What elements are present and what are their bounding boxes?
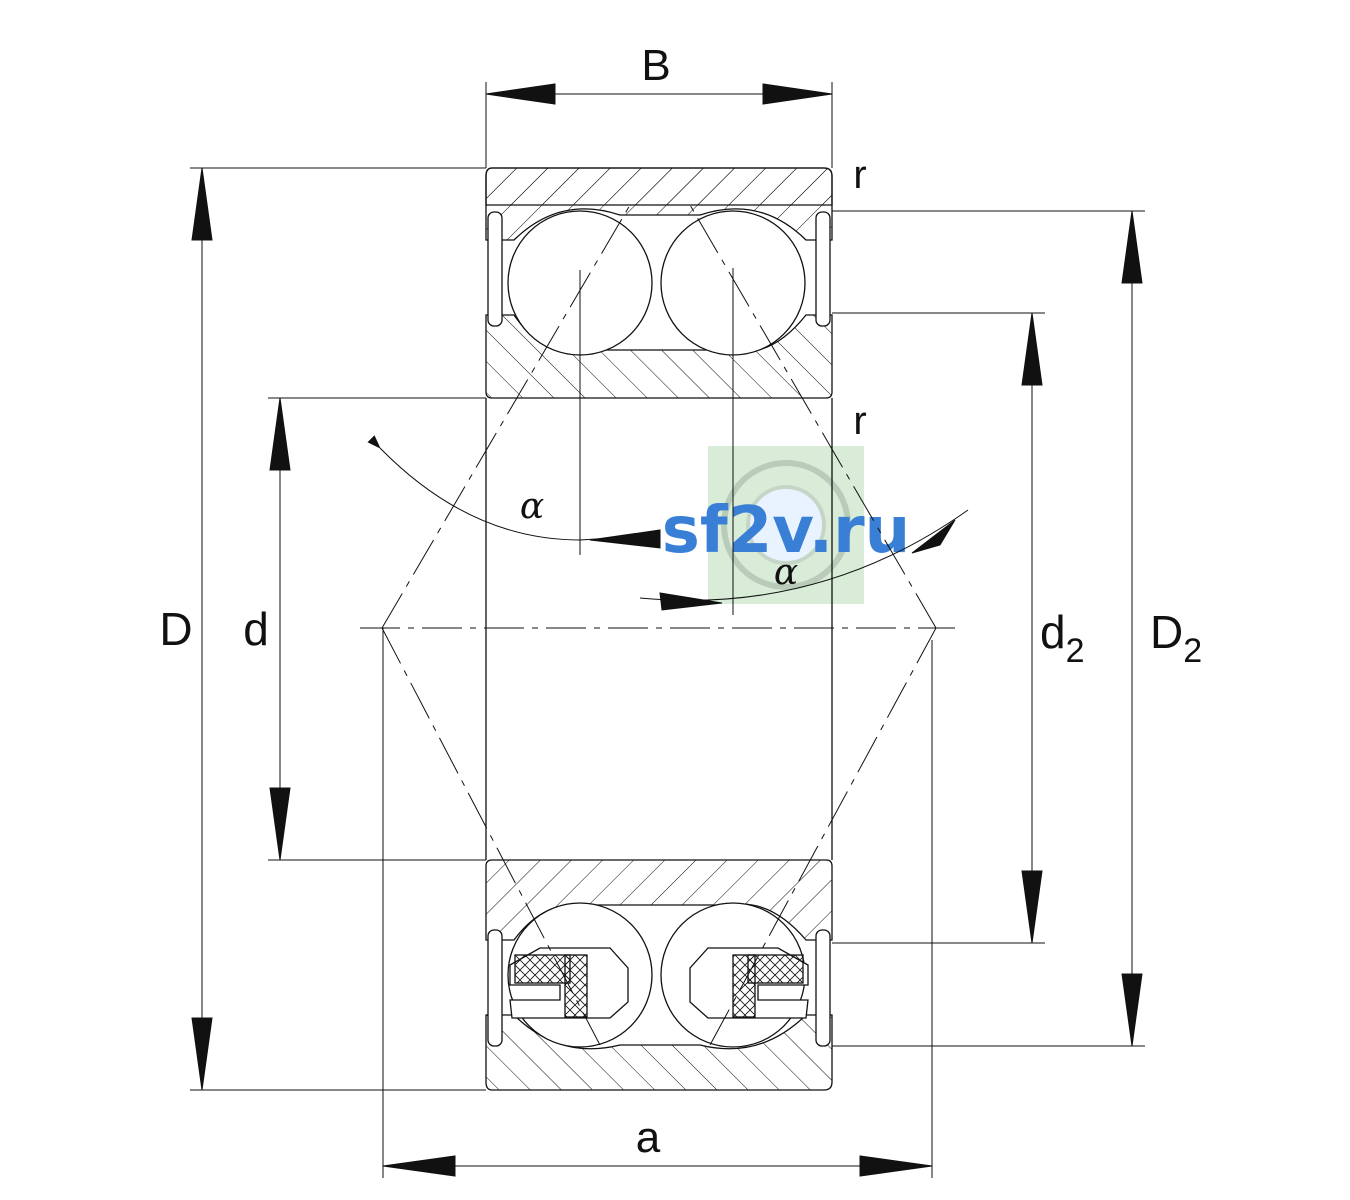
label-r-top: r bbox=[853, 153, 866, 197]
label-D2-main: D bbox=[1150, 606, 1183, 658]
alpha-arrow-right-end bbox=[911, 519, 956, 554]
arrow-D2-top bbox=[1121, 210, 1143, 284]
arrow-B-left bbox=[485, 83, 556, 105]
label-D2: D2 bbox=[1150, 606, 1202, 670]
contact-line-right bbox=[689, 204, 937, 629]
label-a: a bbox=[636, 1113, 661, 1162]
arrow-D-top bbox=[191, 167, 213, 241]
bearing-outline bbox=[485, 167, 833, 1091]
seal-bottom-right bbox=[815, 929, 831, 1047]
alpha-arc-left bbox=[367, 435, 661, 541]
watermark-text: sf2v.ru bbox=[662, 494, 910, 568]
arrow-d2-top bbox=[1021, 312, 1043, 386]
watermark-bearing-icon bbox=[721, 460, 851, 590]
alpha-arrow-left bbox=[589, 529, 661, 549]
label-D: D bbox=[159, 603, 192, 655]
seal-top-right bbox=[815, 211, 831, 327]
label-alpha-left: α bbox=[520, 486, 544, 527]
arrow-a-right bbox=[859, 1155, 933, 1177]
arrow-D2-bottom bbox=[1121, 973, 1143, 1047]
label-d2-sub: 2 bbox=[1066, 632, 1085, 670]
label-d2: d2 bbox=[1040, 606, 1085, 670]
cage-bottom-left-fill-2 bbox=[564, 954, 588, 1018]
label-D2-sub: 2 bbox=[1183, 632, 1202, 670]
seal-top-left bbox=[487, 211, 503, 327]
watermark-bearing-inner-icon bbox=[746, 485, 826, 565]
outer-ring-top-body bbox=[485, 167, 833, 241]
watermark: sf2v.ru bbox=[662, 446, 910, 604]
arrow-D-bottom bbox=[191, 1017, 213, 1091]
contact-line-left bbox=[381, 204, 631, 629]
dimension-labels: B D d d2 D2 a r r α α bbox=[159, 41, 1202, 1162]
label-B: B bbox=[641, 41, 670, 90]
construction-lines bbox=[360, 204, 969, 1046]
label-d2-main: d bbox=[1040, 606, 1066, 658]
contact-line-left-lower bbox=[381, 627, 601, 1046]
cage-bottom-left-fill bbox=[514, 954, 571, 984]
label-alpha-right: α bbox=[774, 552, 798, 593]
cage-bottom-right-fill-2 bbox=[732, 954, 756, 1018]
arrow-B-right bbox=[762, 83, 833, 105]
dimension-lines bbox=[190, 82, 1145, 1178]
cage-bottom-right-fill bbox=[747, 954, 804, 984]
arrow-d2-bottom bbox=[1021, 870, 1043, 944]
seal-bottom-left bbox=[487, 929, 503, 1047]
arrow-a-left bbox=[382, 1155, 456, 1177]
alpha-arrow-right bbox=[659, 592, 723, 611]
arrow-d-top bbox=[269, 397, 291, 471]
contact-line-right-lower bbox=[709, 627, 937, 1046]
label-d: d bbox=[243, 603, 269, 655]
label-r-mid: r bbox=[853, 399, 866, 443]
arrow-d-bottom bbox=[269, 787, 291, 861]
